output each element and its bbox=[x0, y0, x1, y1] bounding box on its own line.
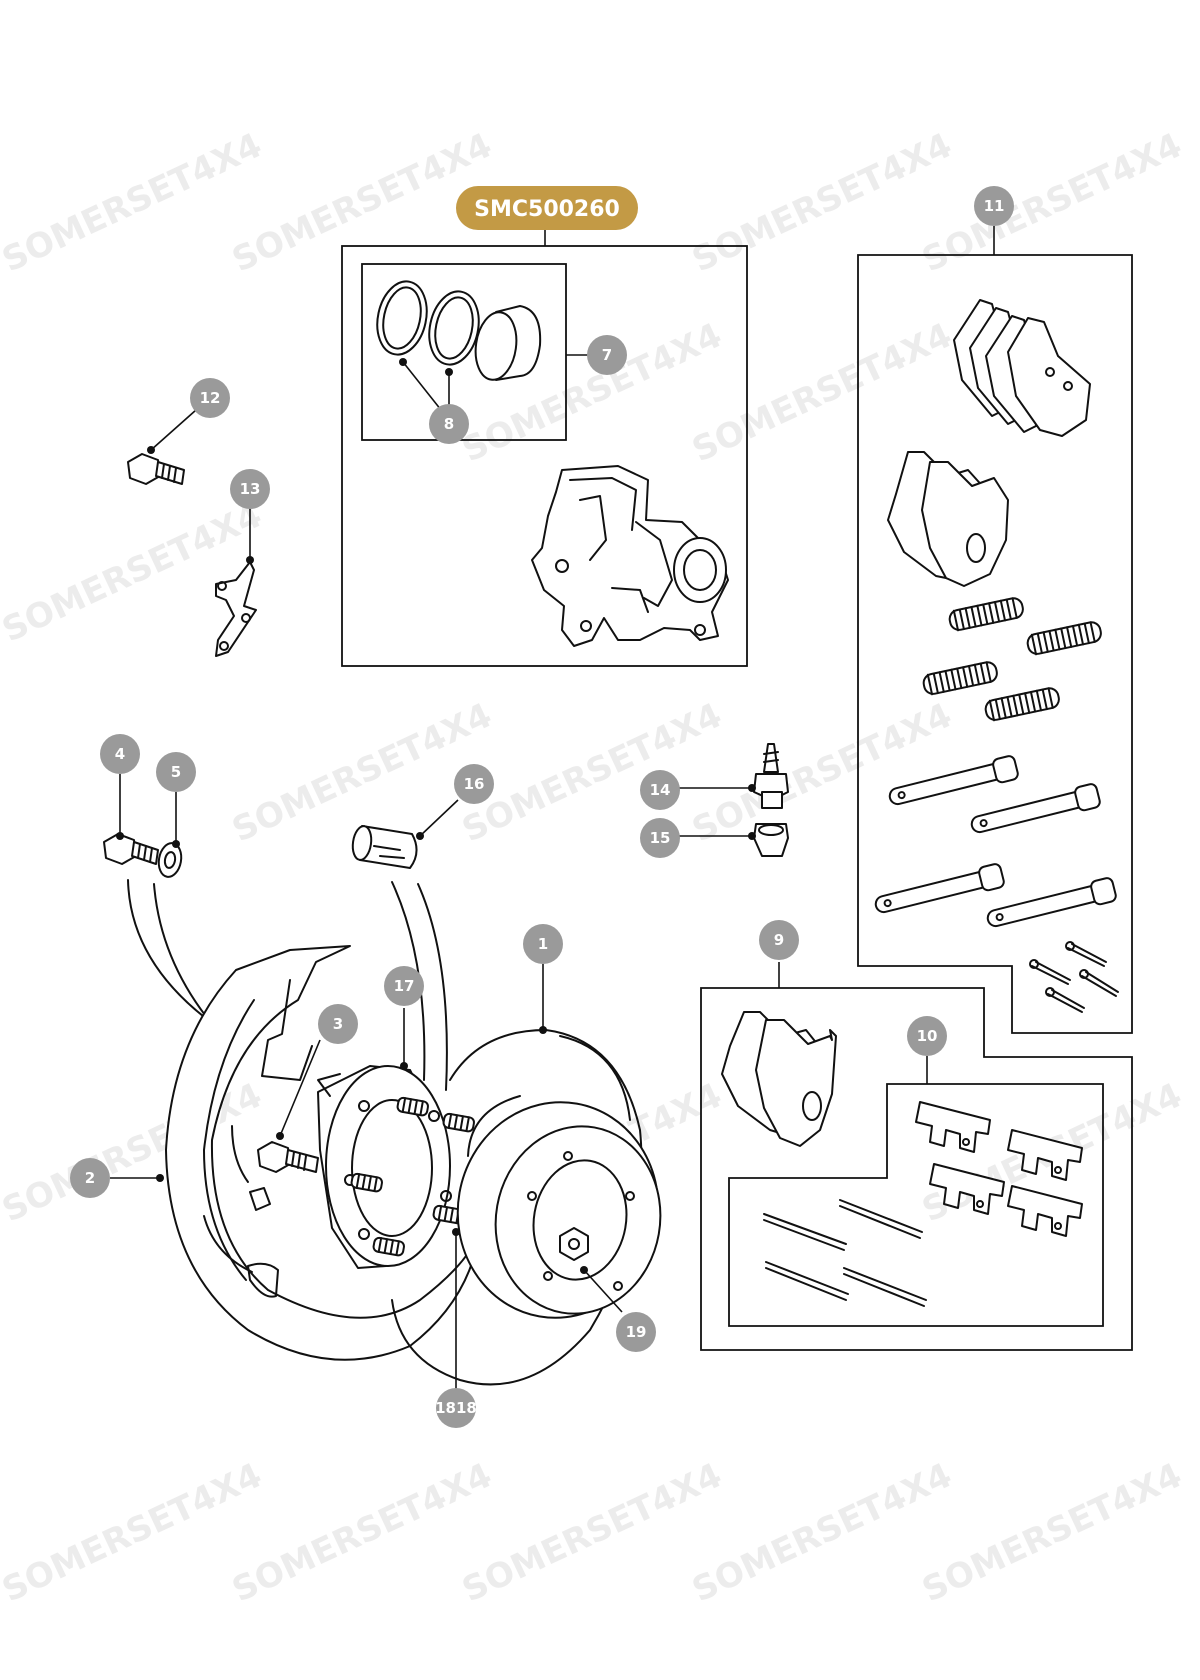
second-brake-pads bbox=[721, 1011, 837, 1147]
piston-seal-rings bbox=[376, 280, 480, 366]
watermark-16: SOMERSET4X4 bbox=[456, 1455, 728, 1610]
callout-17-text: 17 bbox=[394, 977, 415, 995]
wheel-hub bbox=[317, 1065, 452, 1269]
watermark-17: SOMERSET4X4 bbox=[686, 1455, 958, 1610]
seal-kit-box bbox=[361, 263, 567, 441]
backplate-bolt bbox=[103, 833, 159, 865]
pad-kit-box bbox=[857, 254, 1133, 1034]
fitting-kit-box bbox=[728, 1083, 1104, 1327]
callout-9[interactable]: 9 bbox=[759, 920, 799, 960]
callout-5[interactable]: 5 bbox=[156, 752, 196, 792]
callout-18[interactable]: 1818 bbox=[435, 1388, 477, 1428]
callout-16[interactable]: 16 bbox=[454, 764, 494, 804]
brake-pads-set bbox=[953, 299, 1091, 437]
callout-9-text: 9 bbox=[774, 931, 784, 949]
watermark-18: SOMERSET4X4 bbox=[916, 1455, 1188, 1610]
bleed-screw bbox=[753, 743, 789, 809]
callout-17[interactable]: 17 bbox=[384, 966, 424, 1006]
washer bbox=[157, 842, 183, 878]
backplate-stud bbox=[257, 1141, 319, 1173]
callout-13-text: 13 bbox=[240, 480, 261, 498]
callout-14[interactable]: 14 bbox=[640, 770, 680, 810]
callout-18-text: 1818 bbox=[435, 1399, 477, 1417]
second-pad-kit-box bbox=[700, 987, 1133, 1351]
pad-clips bbox=[915, 1101, 1083, 1237]
callout-7-text: 7 bbox=[602, 346, 612, 364]
callout-leaders bbox=[110, 226, 995, 1392]
callout-2[interactable]: 2 bbox=[70, 1158, 110, 1198]
callout-10[interactable]: 10 bbox=[907, 1016, 947, 1056]
callout-1[interactable]: 1 bbox=[523, 924, 563, 964]
callout-3[interactable]: 3 bbox=[318, 1004, 358, 1044]
callout-12-text: 12 bbox=[200, 389, 221, 407]
split-pins bbox=[1029, 941, 1119, 1013]
fitting-kit-pins bbox=[763, 1199, 927, 1307]
callout-19-text: 19 bbox=[626, 1323, 647, 1341]
callout-11-text: 11 bbox=[984, 197, 1005, 215]
callout-2-text: 2 bbox=[85, 1169, 95, 1187]
callout-19[interactable]: 19 bbox=[616, 1312, 656, 1352]
callout-13[interactable]: 13 bbox=[230, 469, 270, 509]
callout-11[interactable]: 11 bbox=[974, 186, 1014, 226]
callout-4[interactable]: 4 bbox=[100, 734, 140, 774]
watermark-1: SOMERSET4X4 bbox=[0, 125, 268, 280]
callout-1-text: 1 bbox=[538, 935, 548, 953]
part-number-text: SMC500260 bbox=[474, 197, 620, 222]
watermark-7: SOMERSET4X4 bbox=[686, 315, 958, 470]
brake-disc bbox=[391, 1029, 662, 1386]
caliper-bolt bbox=[127, 453, 185, 485]
pad-retaining-pins bbox=[874, 755, 1117, 928]
mounting-plate bbox=[215, 561, 257, 657]
brake-pads-pair bbox=[887, 451, 1009, 587]
watermark-10: SOMERSET4X4 bbox=[686, 695, 958, 850]
hub-nut bbox=[559, 1227, 589, 1261]
callout-3-text: 3 bbox=[333, 1015, 343, 1033]
watermark-11: SOMERSET4X4 bbox=[0, 1075, 268, 1230]
brake-backplate bbox=[165, 945, 481, 1361]
watermark-4: SOMERSET4X4 bbox=[916, 125, 1188, 280]
watermark-14: SOMERSET4X4 bbox=[0, 1455, 268, 1610]
callout-4-text: 4 bbox=[115, 745, 125, 763]
caliper-kit-box bbox=[341, 245, 748, 667]
caliper-piston bbox=[474, 305, 542, 381]
callout-16-text: 16 bbox=[464, 775, 485, 793]
callout-8[interactable]: 8 bbox=[429, 404, 469, 444]
wheel-studs bbox=[350, 1096, 475, 1257]
part-number-label[interactable]: SMC500260 bbox=[456, 186, 638, 230]
callout-8-text: 8 bbox=[444, 415, 454, 433]
anti-rattle-springs bbox=[922, 597, 1102, 722]
watermark-9: SOMERSET4X4 bbox=[456, 695, 728, 850]
callout-12[interactable]: 12 bbox=[190, 378, 230, 418]
callout-7[interactable]: 7 bbox=[587, 335, 627, 375]
callout-10-text: 10 bbox=[917, 1027, 938, 1045]
callout-15[interactable]: 15 bbox=[640, 818, 680, 858]
brake-caliper-body bbox=[531, 465, 729, 647]
watermark-3: SOMERSET4X4 bbox=[686, 125, 958, 280]
bleed-cap bbox=[753, 823, 789, 857]
watermark-15: SOMERSET4X4 bbox=[226, 1455, 498, 1610]
callout-5-text: 5 bbox=[171, 763, 181, 781]
hub-sleeve bbox=[351, 825, 418, 869]
callout-15-text: 15 bbox=[650, 829, 671, 847]
callout-14-text: 14 bbox=[650, 781, 671, 799]
